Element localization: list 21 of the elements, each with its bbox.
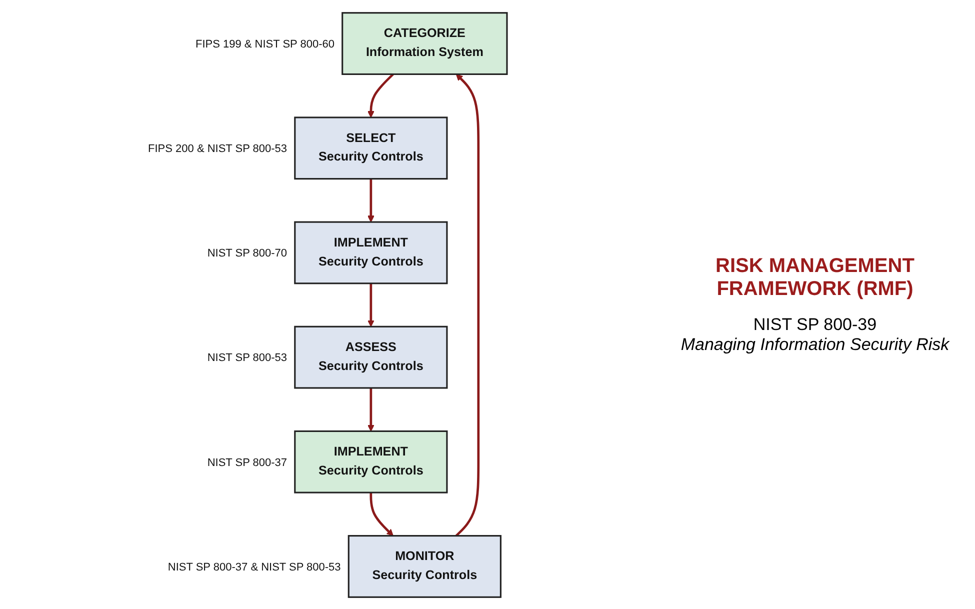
node-box: IMPLEMENT Security Controls bbox=[294, 220, 448, 284]
center-note: Managing Information Security Risk bbox=[680, 334, 951, 354]
standard-reference: FIPS 200 & NIST SP 800-53 bbox=[148, 142, 288, 155]
node-box: SELECT Security Controls bbox=[294, 116, 448, 180]
center-title: RISK MANAGEMENT FRAMEWORK (RMF) bbox=[714, 254, 916, 300]
arrow bbox=[367, 282, 374, 326]
node-box: CATEGORIZE Information System bbox=[342, 12, 508, 74]
standard-reference: FIPS 199 & NIST SP 800-60 bbox=[195, 38, 334, 50]
standard-reference: NIST SP 800-70 bbox=[207, 247, 288, 260]
standard-reference: NIST SP 800-37 & NIST SP 800-53 bbox=[168, 560, 341, 573]
center-note: NIST SP 800-39 bbox=[752, 314, 878, 334]
standard-reference: NIST SP 800-53 bbox=[207, 352, 288, 364]
standard-reference: NIST SP 800-37 bbox=[207, 456, 288, 468]
arrow bbox=[367, 387, 374, 432]
arrow bbox=[367, 72, 394, 118]
arrow bbox=[455, 73, 480, 536]
arrow bbox=[370, 492, 394, 536]
node-box: MONITOR Security Controls bbox=[348, 534, 502, 598]
arrow bbox=[367, 178, 374, 222]
node-box: IMPLEMENT Security Controls bbox=[294, 430, 448, 493]
node-box: ASSESS Security Controls bbox=[294, 325, 448, 388]
